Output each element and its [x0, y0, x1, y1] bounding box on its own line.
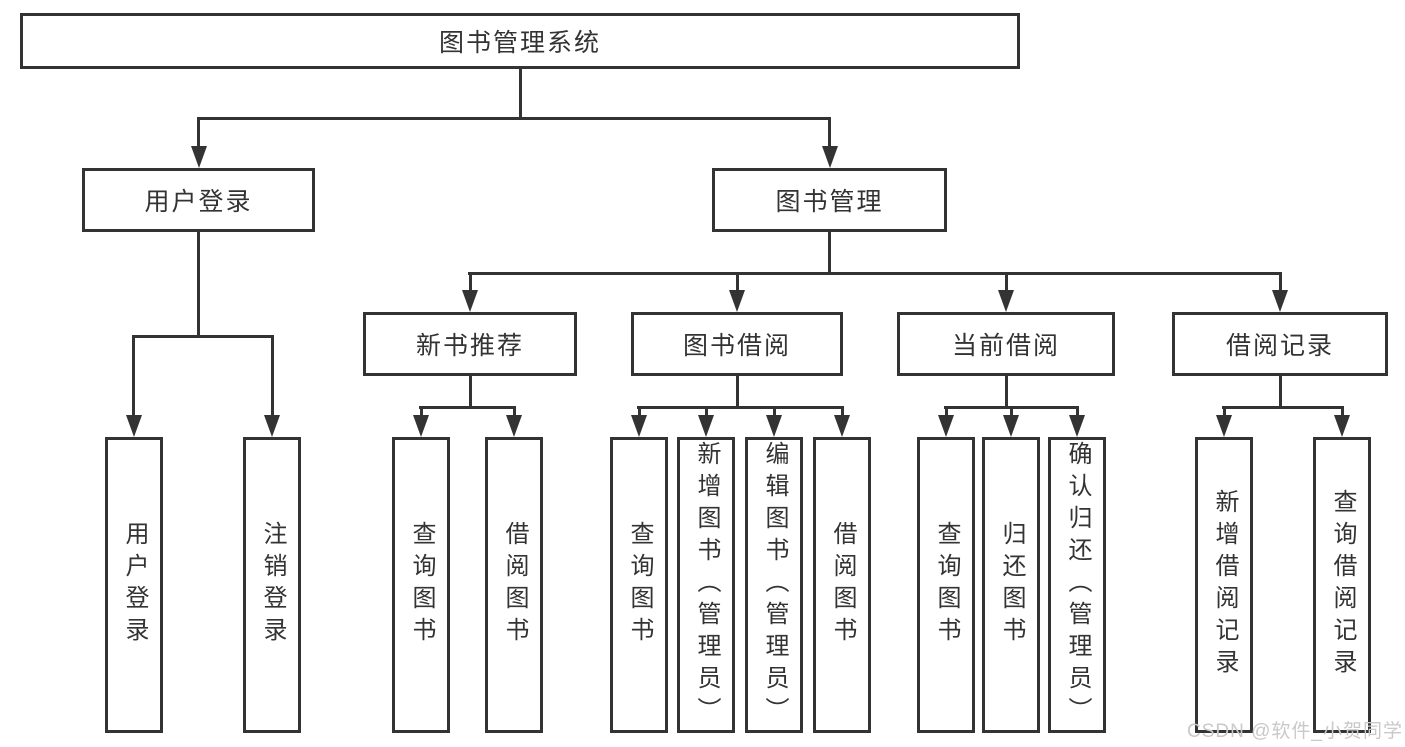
leaf-label: 用户登录 [121, 521, 148, 649]
node-book-management: 图书管理 [712, 168, 947, 232]
leaf-label: 确认归还（管理员） [1064, 441, 1091, 729]
arrowhead [1003, 415, 1019, 437]
line-segment [1010, 406, 1013, 415]
watermark: CSDN @软件_小贺同学 [1187, 721, 1403, 742]
line-segment [828, 117, 831, 146]
line-segment [519, 69, 522, 117]
line-segment [828, 232, 831, 272]
leaf-query-books-recommend: 查询图书 [392, 437, 450, 733]
line-segment [1279, 376, 1282, 406]
leaf-label: 新增图书（管理员） [693, 441, 720, 729]
arrowhead [126, 415, 142, 437]
leaf-label: 借阅图书 [829, 521, 856, 649]
line-segment [468, 272, 1282, 275]
node-borrowing-records: 借阅记录 [1172, 312, 1388, 376]
leaf-return-books: 归还图书 [982, 437, 1040, 733]
arrowhead [506, 415, 522, 437]
line-segment [1005, 376, 1008, 406]
leaf-label: 查询图书 [933, 521, 960, 649]
leaf-label: 查询图书 [408, 521, 435, 649]
line-segment [513, 406, 516, 415]
line-segment [420, 406, 423, 415]
line-segment [1341, 406, 1344, 415]
arrowhead [766, 415, 782, 437]
node-user-login: 用户登录 [82, 168, 315, 232]
line-segment [705, 406, 708, 415]
arrowhead [822, 146, 838, 168]
arrowhead [462, 290, 478, 312]
line-segment [1279, 272, 1282, 290]
line-segment [945, 406, 948, 415]
arrowhead [698, 415, 714, 437]
arrowhead [729, 290, 745, 312]
arrowhead [1216, 415, 1232, 437]
leaf-borrow-books-borrowing: 借阅图书 [813, 437, 871, 733]
line-segment [197, 117, 831, 120]
leaf-label: 借阅图书 [501, 521, 528, 649]
line-segment [736, 376, 739, 406]
node-library-system: 图书管理系统 [20, 13, 1020, 69]
leaf-label: 新增借阅记录 [1211, 489, 1238, 681]
line-segment [773, 406, 776, 415]
arrowhead [1069, 415, 1085, 437]
node-book-borrowing: 图书借阅 [631, 312, 843, 376]
line-segment [197, 232, 200, 335]
line-segment [132, 335, 135, 415]
arrowhead [631, 415, 647, 437]
line-segment [1222, 406, 1344, 409]
leaf-query-books-current: 查询图书 [917, 437, 975, 733]
leaf-label: 编辑图书（管理员） [761, 441, 788, 729]
line-segment [469, 272, 472, 290]
line-segment [132, 335, 274, 338]
line-segment [638, 406, 641, 415]
arrowhead [938, 415, 954, 437]
line-segment [736, 272, 739, 290]
line-segment [1005, 272, 1008, 290]
leaf-label: 查询借阅记录 [1329, 489, 1356, 681]
leaf-confirm-return-admin: 确认归还（管理员） [1048, 437, 1106, 733]
arrowhead [191, 146, 207, 168]
leaf-borrow-books-recommend: 借阅图书 [485, 437, 543, 733]
leaf-query-books-borrowing: 查询图书 [610, 437, 668, 733]
arrowhead [413, 415, 429, 437]
arrowhead [998, 290, 1014, 312]
line-segment [271, 335, 274, 415]
line-segment [419, 406, 516, 409]
line-segment [1223, 406, 1226, 415]
arrowhead [1272, 290, 1288, 312]
line-segment [637, 406, 844, 409]
line-segment [469, 376, 472, 406]
leaf-logout: 注销登录 [243, 437, 301, 733]
arrowhead [1334, 415, 1350, 437]
leaf-user-login: 用户登录 [105, 437, 163, 733]
leaf-label: 归还图书 [998, 521, 1025, 649]
leaf-label: 查询图书 [626, 521, 653, 649]
leaf-label: 注销登录 [259, 521, 286, 649]
leaf-edit-books-admin: 编辑图书（管理员） [745, 437, 803, 733]
arrowhead [834, 415, 850, 437]
arrowhead [264, 415, 280, 437]
line-segment [197, 117, 200, 146]
node-current-borrowing: 当前借阅 [897, 312, 1115, 376]
node-new-book-recommend: 新书推荐 [363, 312, 577, 376]
leaf-add-books-admin: 新增图书（管理员） [677, 437, 735, 733]
leaf-add-borrow-record: 新增借阅记录 [1195, 437, 1253, 733]
line-segment [1076, 406, 1079, 415]
line-segment [841, 406, 844, 415]
leaf-query-borrow-record: 查询借阅记录 [1313, 437, 1371, 733]
